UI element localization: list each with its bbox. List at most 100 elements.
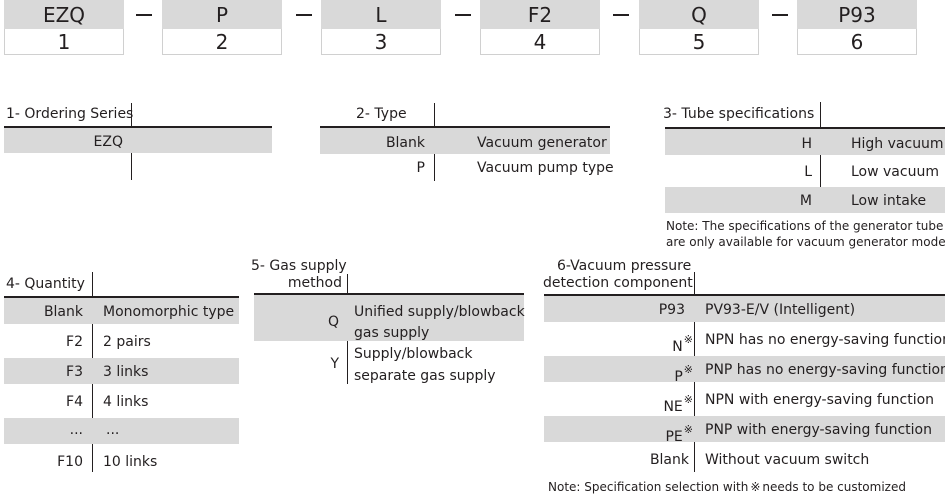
row-code: M bbox=[799, 193, 812, 209]
code-index: 6 bbox=[797, 29, 917, 55]
table-title: detection component bbox=[543, 275, 693, 291]
row-desc: PNP has no energy-saving function bbox=[705, 362, 945, 378]
table-row bbox=[665, 129, 945, 155]
code-index: 3 bbox=[321, 29, 441, 55]
row-code-marked: N※ bbox=[544, 331, 693, 356]
row-code: P bbox=[416, 160, 425, 176]
row-code: Blank bbox=[385, 135, 425, 151]
row-desc: 2 pairs bbox=[103, 334, 151, 350]
divider bbox=[665, 127, 945, 129]
mark-symbol: ※ bbox=[683, 333, 693, 346]
table-title: 1- Ordering Series bbox=[6, 106, 134, 122]
row-desc: Without vacuum switch bbox=[705, 452, 870, 468]
code-box-3: L 3 bbox=[321, 0, 441, 56]
row-code-marked: P※ bbox=[544, 361, 693, 386]
code-index: 5 bbox=[639, 29, 759, 55]
row-code: Blank bbox=[43, 304, 83, 320]
row-desc: Vacuum generator bbox=[477, 135, 607, 151]
mark-symbol: ※ bbox=[683, 363, 693, 376]
row-code: L bbox=[804, 164, 812, 180]
table-title: 5- Gas supply bbox=[251, 258, 347, 274]
row-code: F10 bbox=[57, 454, 83, 470]
code-value: EZQ bbox=[4, 0, 124, 29]
code-index: 2 bbox=[162, 29, 282, 55]
separator-dash bbox=[455, 14, 471, 16]
separator-dash bbox=[296, 14, 312, 16]
mark-symbol: ※ bbox=[750, 480, 761, 494]
row-code: Blank bbox=[649, 452, 689, 468]
row-code: N bbox=[672, 339, 683, 355]
row-code: F3 bbox=[66, 364, 83, 380]
row-code: P bbox=[674, 369, 683, 385]
row-code: NE bbox=[663, 399, 683, 415]
code-box-2: P 2 bbox=[162, 0, 282, 56]
row-code: P93 bbox=[658, 302, 685, 318]
row-desc: ... bbox=[106, 422, 120, 438]
code-box-1: EZQ 1 bbox=[4, 0, 124, 56]
table-row bbox=[544, 356, 945, 382]
divider bbox=[544, 294, 945, 296]
note-line: are only available for vacuum generator … bbox=[666, 235, 945, 249]
row-code: ... bbox=[69, 422, 83, 438]
separator-dash bbox=[136, 14, 152, 16]
table-row bbox=[544, 296, 945, 322]
code-box-5: Q 5 bbox=[639, 0, 759, 56]
code-value: P bbox=[162, 0, 282, 29]
table-row bbox=[254, 295, 524, 341]
code-box-4: F2 4 bbox=[480, 0, 600, 56]
table-row bbox=[4, 298, 239, 324]
divider bbox=[4, 126, 272, 128]
table-title: 6-Vacuum pressure bbox=[557, 258, 692, 274]
table-row bbox=[4, 418, 239, 444]
row-code-marked: PE※ bbox=[544, 421, 693, 446]
row-code: F2 bbox=[66, 334, 83, 350]
row-desc: High vacuum bbox=[851, 136, 944, 152]
row-desc: NPN has no energy-saving function bbox=[705, 332, 945, 348]
row-desc: Supply/blowback bbox=[354, 346, 473, 362]
separator-dash bbox=[613, 14, 629, 16]
table-row bbox=[4, 358, 239, 384]
row-code: Q bbox=[327, 314, 339, 330]
code-index: 4 bbox=[480, 29, 600, 55]
divider bbox=[320, 126, 610, 128]
table-row bbox=[544, 416, 945, 442]
row-desc: Vacuum pump type bbox=[477, 160, 614, 176]
row-code: PE bbox=[665, 429, 683, 445]
divider bbox=[820, 102, 821, 213]
row-desc: Unified supply/blowback bbox=[354, 304, 525, 320]
code-value: L bbox=[321, 0, 441, 29]
table-row bbox=[665, 187, 945, 213]
note-text: Note: Specification selection with bbox=[548, 480, 749, 494]
separator-dash bbox=[772, 14, 788, 16]
row-desc: PV93-E/V (Intelligent) bbox=[705, 302, 856, 318]
note-line: Note: The specifications of the generato… bbox=[666, 219, 944, 233]
table-title: 3- Tube specifications bbox=[663, 106, 815, 122]
row-code: F4 bbox=[66, 394, 83, 410]
table-row bbox=[4, 128, 272, 153]
table-title: 2- Type bbox=[356, 106, 407, 122]
row-desc: separate gas supply bbox=[354, 368, 496, 384]
code-box-6: P93 6 bbox=[797, 0, 917, 56]
mark-symbol: ※ bbox=[683, 393, 693, 406]
row-desc: gas supply bbox=[354, 325, 430, 341]
divider bbox=[4, 296, 239, 298]
row-code: EZQ bbox=[93, 134, 123, 150]
row-desc: NPN with energy-saving function bbox=[705, 392, 935, 408]
code-value: F2 bbox=[480, 0, 600, 29]
code-value: P93 bbox=[797, 0, 917, 29]
note-text: needs to be customized bbox=[762, 480, 906, 494]
mark-symbol: ※ bbox=[683, 423, 693, 436]
table-title: method bbox=[287, 275, 342, 291]
code-index: 1 bbox=[4, 29, 124, 55]
divider bbox=[254, 293, 524, 295]
row-desc: Low vacuum bbox=[851, 164, 939, 180]
row-desc: Low intake bbox=[851, 193, 927, 209]
row-desc: 10 links bbox=[103, 454, 158, 470]
row-desc: Monomorphic type bbox=[103, 304, 235, 320]
row-desc: PNP with energy-saving function bbox=[705, 422, 932, 438]
row-desc: 3 links bbox=[103, 364, 149, 380]
row-code: H bbox=[801, 136, 812, 152]
row-code: Y bbox=[330, 356, 339, 372]
code-value: Q bbox=[639, 0, 759, 29]
table-row bbox=[320, 128, 610, 154]
